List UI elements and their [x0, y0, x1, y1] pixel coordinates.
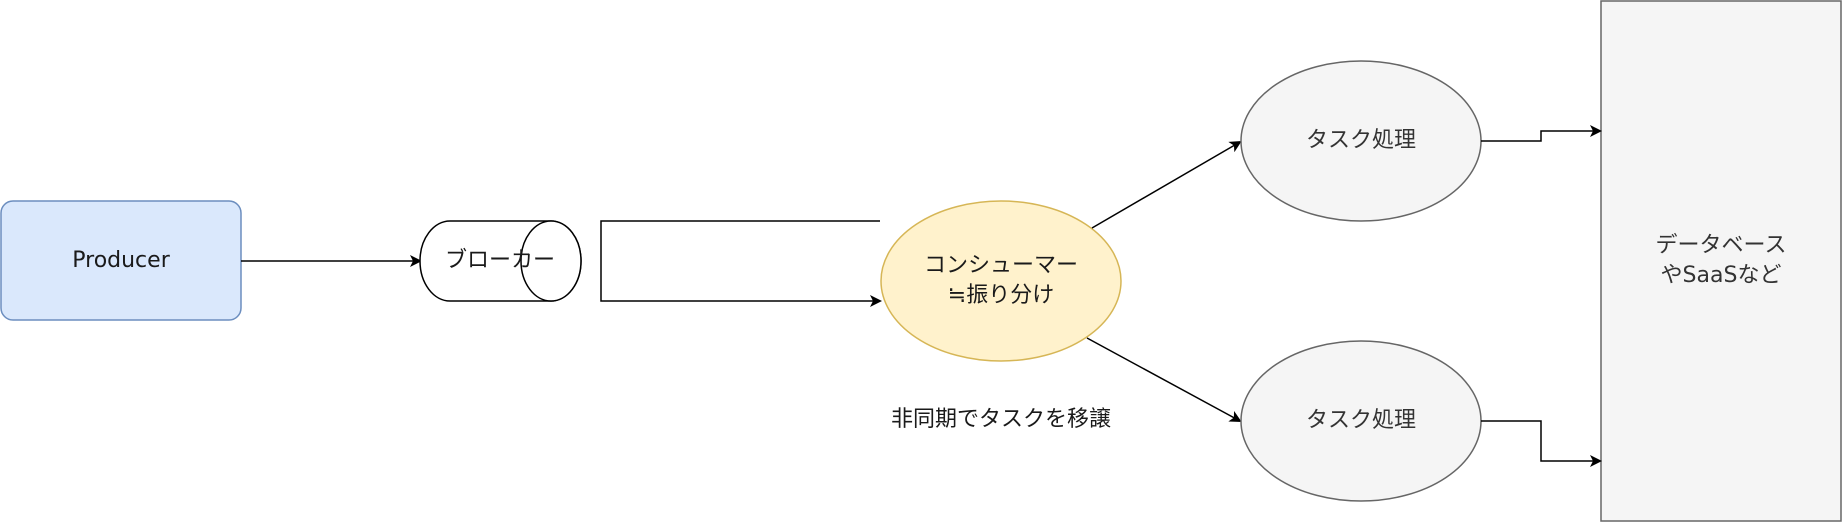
edge-task-bottom-to-database	[1481, 420, 1602, 467]
task-top-label: タスク処理	[1306, 128, 1416, 153]
edge-task-top-to-database	[1481, 125, 1602, 142]
producer-node[interactable]: Producer	[0, 200, 242, 321]
broker-cylinder-end	[520, 220, 582, 302]
broker-label: ブローカー	[445, 248, 555, 273]
database-label-line1: データベース	[1656, 233, 1787, 258]
consumer-label-line2: ≒振り分け	[948, 283, 1054, 308]
task-node-top[interactable]: タスク処理	[1240, 60, 1482, 222]
broker-node[interactable]: ブローカー	[419, 220, 582, 302]
database-box	[1600, 0, 1842, 522]
edge-consumer-to-task-bottom	[1086, 337, 1242, 422]
edge-broker-to-consumer	[600, 220, 882, 307]
database-node[interactable]: データベース やSaaSなど	[1600, 0, 1842, 522]
edge-consumer-to-task-top	[1091, 140, 1242, 229]
consumer-label-line1: コンシューマー	[924, 253, 1078, 278]
task-bottom-label: タスク処理	[1306, 408, 1416, 433]
database-label-line2: やSaaSなど	[1661, 263, 1782, 288]
async-note-label: 非同期でタスクを移譲	[891, 407, 1111, 432]
consumer-node[interactable]: コンシューマー ≒振り分け	[880, 200, 1122, 362]
consumer-ellipse	[880, 200, 1122, 362]
task-node-bottom[interactable]: タスク処理	[1240, 340, 1482, 502]
producer-label: Producer	[72, 248, 170, 273]
